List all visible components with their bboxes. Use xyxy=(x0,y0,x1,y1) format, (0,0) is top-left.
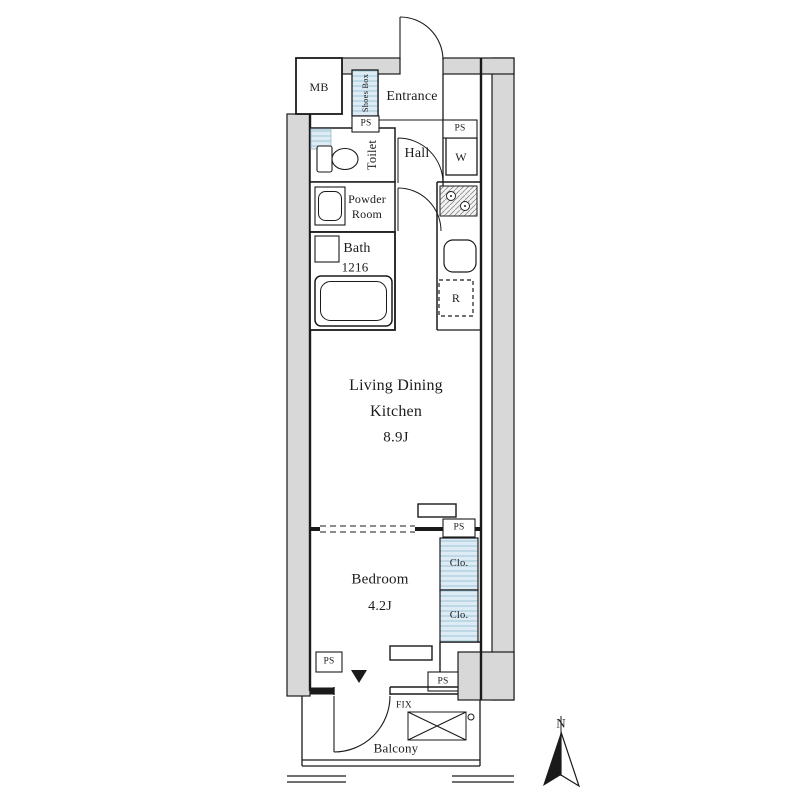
fix-window-label: FIX xyxy=(396,700,412,711)
room-label-mb: MB xyxy=(309,80,329,94)
ps-label-bottom-mid: PS xyxy=(437,676,449,687)
window-leaf xyxy=(389,645,433,661)
kitchen-sink-icon xyxy=(443,239,477,273)
closet-label-lower: Clo. xyxy=(449,609,469,621)
balcony-tap-icon xyxy=(467,713,475,721)
room-label-ldk-size: 8.9J xyxy=(383,429,409,446)
washer-label: W xyxy=(455,150,467,164)
room-label-bath: Bath xyxy=(343,241,371,256)
room-label-entrance: Entrance xyxy=(386,89,438,104)
north-label: N xyxy=(556,715,566,731)
hall-door-arcs xyxy=(397,137,444,232)
balcony-door-arc xyxy=(333,695,391,753)
ps-label-bottom-left: PS xyxy=(323,656,335,667)
toilet-icon xyxy=(316,145,359,173)
room-label-shoes-box: Shoes Box xyxy=(359,73,370,113)
direction-triangle xyxy=(351,670,367,683)
kitchen-counter xyxy=(436,181,481,331)
north-compass-icon xyxy=(543,716,581,788)
room-label-balcony: Balcony xyxy=(373,740,419,756)
room-label-ldk-2: Kitchen xyxy=(369,403,423,420)
ps-label-top: PS xyxy=(360,118,372,129)
room-label-powder-2: Room xyxy=(351,207,383,221)
room-label-powder-1: Powder xyxy=(348,192,386,206)
room-label-hall: Hall xyxy=(404,146,430,161)
shoes-box-hatch xyxy=(351,69,379,117)
room-label-bath-size: 1216 xyxy=(341,259,369,275)
washbasin-icon xyxy=(314,186,346,226)
ps-label-mid-right: PS xyxy=(453,522,465,533)
closet-label-upper: Clo. xyxy=(449,557,469,569)
closet-hatch xyxy=(439,537,479,643)
entrance-door-arc xyxy=(399,16,444,61)
meter-box xyxy=(295,57,343,115)
stove-icon xyxy=(439,185,478,217)
fix-window xyxy=(333,686,458,695)
ps-label-upper-right: PS xyxy=(454,123,466,134)
pipe-space-boxes xyxy=(315,115,478,692)
bathtub-icon xyxy=(314,235,393,327)
room-label-bedroom: Bedroom xyxy=(351,571,409,588)
balcony-outline xyxy=(287,696,514,783)
refrigerator-label: R xyxy=(451,291,461,305)
ac-outdoor-unit xyxy=(407,711,467,741)
room-label-ldk-1: Living Dining xyxy=(349,377,443,394)
room-label-toilet: Toilet xyxy=(364,139,379,171)
refrigerator-outline xyxy=(438,279,474,317)
outer-walls xyxy=(286,57,515,701)
room-label-bedroom-size: 4.2J xyxy=(368,599,392,614)
